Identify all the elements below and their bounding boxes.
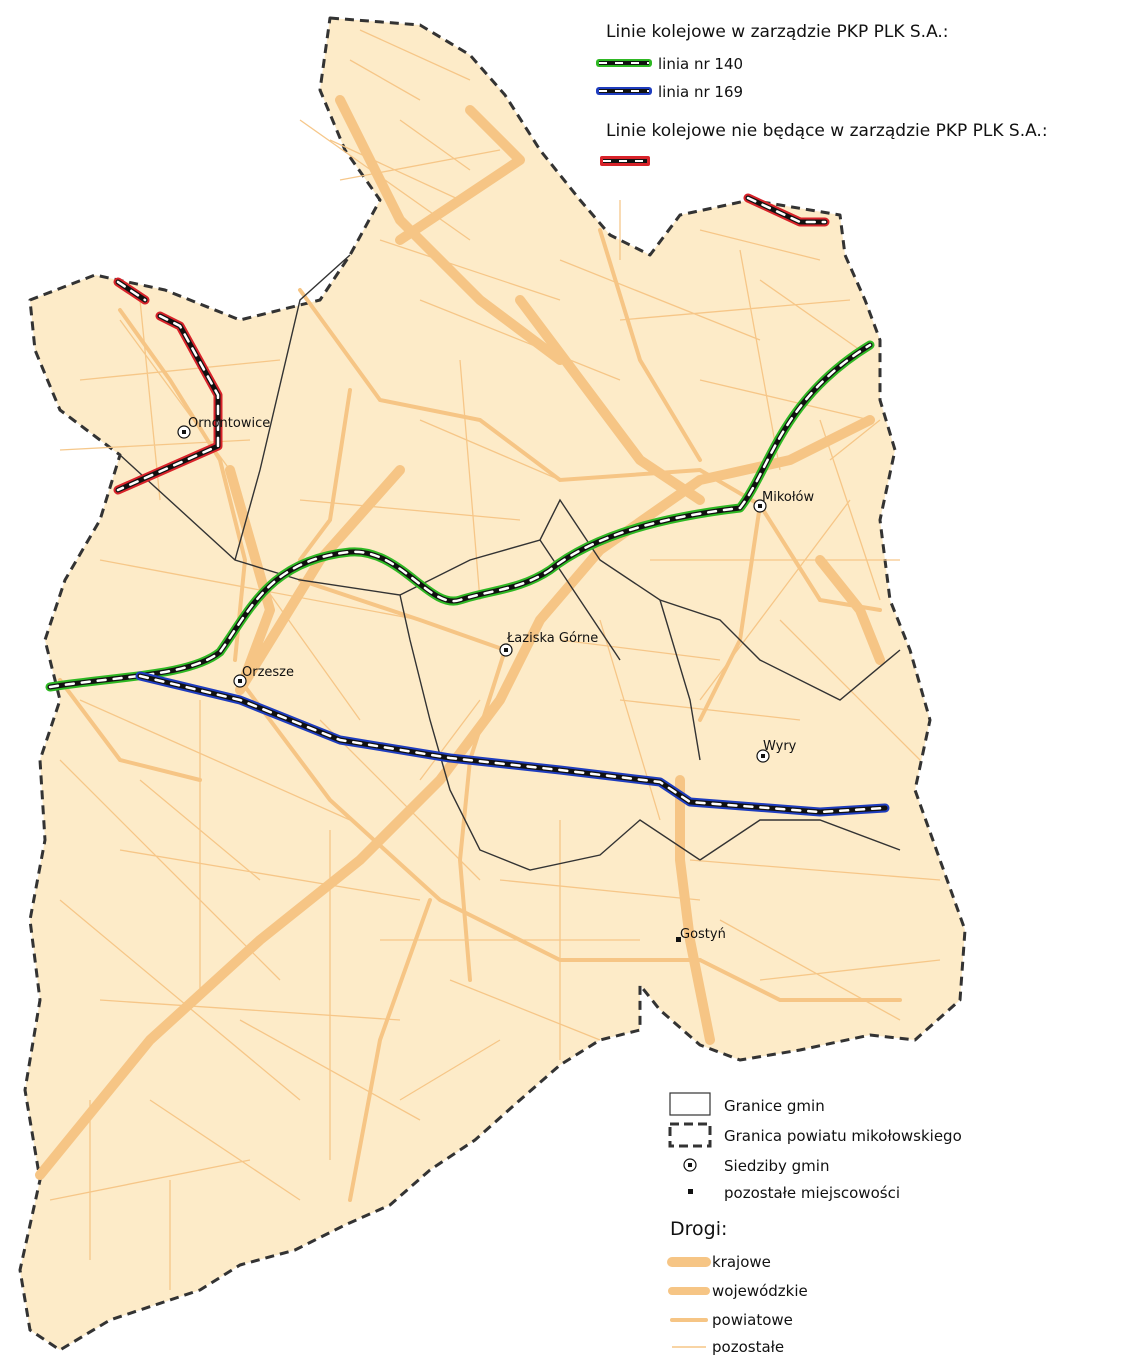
road-northern bbox=[335, 95, 565, 365]
legend-roads-heading: Drogi: bbox=[670, 1218, 727, 1240]
road-national-diagonal bbox=[35, 415, 875, 1180]
legend-other-localities-label: pozostałe miejscowości bbox=[724, 1184, 900, 1202]
legend-gmina-seats: Siedziby gmin bbox=[683, 1157, 829, 1175]
road-west-central bbox=[225, 465, 405, 695]
rail-line-140 bbox=[45, 340, 875, 692]
rail-line-169 bbox=[135, 671, 890, 817]
legend-gmina-seats-label: Siedziby gmin bbox=[724, 1157, 829, 1175]
legend-road-other: pozostałe bbox=[672, 1338, 784, 1356]
road-north-west-a bbox=[395, 105, 525, 245]
road-east bbox=[815, 555, 885, 665]
place-gostyn: Gostyń bbox=[676, 927, 726, 942]
legend-road-label: krajowe bbox=[712, 1253, 771, 1271]
road-south bbox=[675, 775, 715, 1045]
legend-county-border: Granica powiatu mikołowskiego bbox=[668, 1122, 962, 1148]
place-label: Mikołów bbox=[762, 490, 814, 505]
legend-line-169: linia nr 169 bbox=[596, 83, 743, 101]
legend-non-pkp-heading: Linie kolejowe nie będące w zarządzie PK… bbox=[606, 121, 1048, 141]
legend-non-pkp bbox=[600, 156, 650, 166]
legend-road-label: wojewódzkie bbox=[712, 1282, 808, 1300]
place-mikolow: Mikołów bbox=[753, 490, 814, 513]
main-roads bbox=[35, 95, 885, 1180]
legend-pkp-heading: Linie kolejowe w zarządzie PKP PLK S.A.: bbox=[606, 22, 949, 42]
legend-line-140-label: linia nr 140 bbox=[658, 55, 743, 73]
place-wyry: Wyry bbox=[756, 739, 797, 763]
legend-road-label: powiatowe bbox=[712, 1311, 793, 1329]
legend-road-national: krajowe bbox=[667, 1253, 771, 1271]
legend-line-140: linia nr 140 bbox=[596, 55, 743, 73]
place-label: Ornontowice bbox=[188, 416, 270, 431]
legend-county-border-label: Granica powiatu mikołowskiego bbox=[724, 1127, 962, 1145]
legend-road-county: powiatowe bbox=[670, 1311, 793, 1329]
place-ornontowice: Ornontowice bbox=[177, 416, 270, 439]
place-orzesze: Orzesze bbox=[233, 665, 294, 688]
road-north-west-b bbox=[515, 295, 705, 505]
legend-railways: Linie kolejowe w zarządzie PKP PLK S.A.:… bbox=[596, 22, 1048, 166]
legend-gminy-borders: Granice gmin bbox=[669, 1092, 825, 1116]
place-label: Gostyń bbox=[680, 927, 726, 942]
legend-map: Granice gmin Granica powiatu mikołowskie… bbox=[667, 1092, 962, 1356]
rail-non-pkp bbox=[113, 193, 830, 495]
place-label: Orzesze bbox=[242, 665, 294, 680]
legend-other-localities: pozostałe miejscowości bbox=[688, 1184, 900, 1202]
county-roads bbox=[58, 228, 902, 1202]
localities: Ornontowice Mikołów Łaziska Górne Orzesz… bbox=[177, 416, 814, 942]
legend-gminy-borders-label: Granice gmin bbox=[724, 1097, 825, 1115]
legend-line-169-label: linia nr 169 bbox=[658, 83, 743, 101]
minor-roads bbox=[49, 29, 941, 1290]
place-laziska: Łaziska Górne bbox=[499, 631, 598, 657]
place-label: Wyry bbox=[763, 739, 797, 754]
place-label: Łaziska Górne bbox=[506, 631, 598, 646]
legend-road-regional: wojewódzkie bbox=[668, 1282, 808, 1300]
legend-road-label: pozostałe bbox=[712, 1338, 784, 1356]
